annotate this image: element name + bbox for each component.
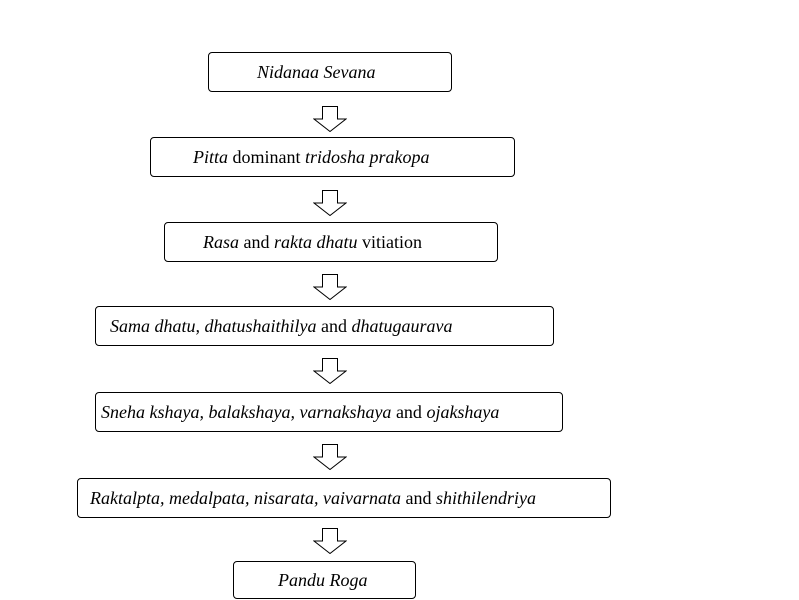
step-label-part: dominant [228, 146, 305, 167]
step-label: Pandu Roga [278, 570, 368, 591]
step-label: Rasa and rakta dhatu vitiation [203, 232, 422, 253]
step-label-part: Sneha kshaya, balakshaya, varnakshaya [101, 401, 392, 422]
step-label: Nidanaa Sevana [257, 62, 376, 83]
step-label: Pitta dominant tridosha prakopa [193, 147, 430, 168]
step-label-part: shithilendriya [435, 487, 536, 508]
step-box-sama-dhatu: Sama dhatu, dhatushaithilya and dhatugau… [95, 306, 554, 346]
step-box-rasa-rakta-vitiation: Rasa and rakta dhatu vitiation [164, 222, 498, 262]
down-arrow-icon [313, 528, 347, 554]
step-box-pandu-roga: Pandu Roga [233, 561, 416, 599]
step-label-part: Nidanaa Sevana [257, 61, 376, 82]
step-label: Sneha kshaya, balakshaya, varnakshaya an… [101, 402, 499, 423]
step-box-sneha-kshaya: Sneha kshaya, balakshaya, varnakshaya an… [95, 392, 563, 432]
down-arrow-icon [313, 106, 347, 132]
step-label-part: Rasa [203, 231, 239, 252]
down-arrow-icon [313, 274, 347, 300]
down-arrow-icon [313, 444, 347, 470]
step-label-part: Sama dhatu, dhatushaithilya [110, 315, 317, 336]
step-box-raktalpta: Raktalpta, medalpata, nisarata, vaivarna… [77, 478, 611, 518]
step-label: Raktalpta, medalpata, nisarata, vaivarna… [90, 488, 536, 509]
down-arrow-icon [313, 190, 347, 216]
step-label-part: dhatugaurava [351, 315, 453, 336]
step-label-part: Raktalpta, medalpata, nisarata, vaivarna… [90, 487, 401, 508]
step-label: Sama dhatu, dhatushaithilya and dhatugau… [110, 316, 453, 337]
step-label-part: and [239, 231, 274, 252]
step-label-part: and [391, 401, 427, 422]
step-label-part: and [400, 487, 436, 508]
step-label-part: and [316, 315, 352, 336]
step-label-part: Pandu Roga [278, 569, 368, 590]
down-arrow-icon [313, 358, 347, 384]
step-box-pitta-prakopa: Pitta dominant tridosha prakopa [150, 137, 515, 177]
step-label-part: tridosha prakopa [305, 146, 430, 167]
step-label-part: ojakshaya [426, 401, 500, 422]
step-label-part: rakta dhatu [274, 231, 358, 252]
step-box-nidanaa-sevana: Nidanaa Sevana [208, 52, 452, 92]
step-label-part: vitiation [357, 231, 422, 252]
step-label-part: Pitta [193, 146, 228, 167]
